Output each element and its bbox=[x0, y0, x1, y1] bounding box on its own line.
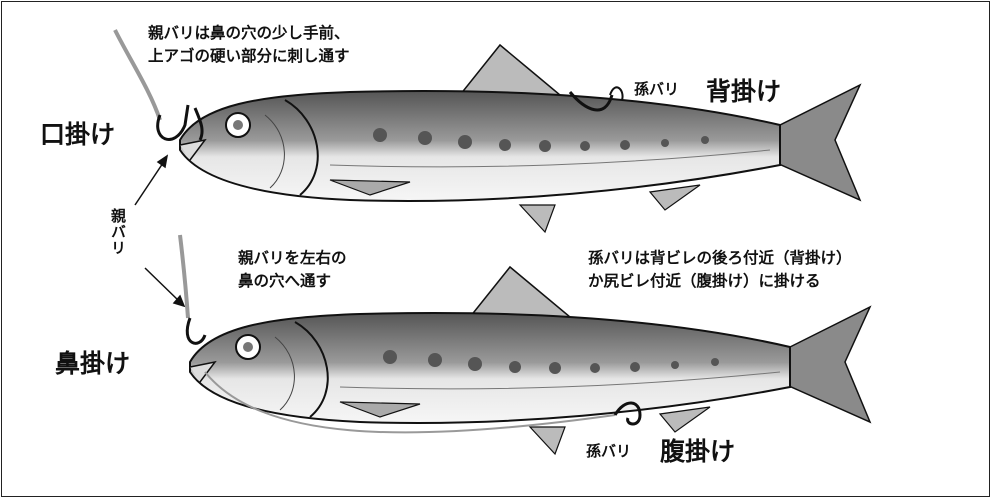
arrows bbox=[134, 154, 186, 308]
middle-note-line-1: 親バリを左右の bbox=[238, 249, 347, 267]
right-note-line-2: か尻ビレ付近（腹掛け）に掛ける bbox=[588, 272, 821, 290]
right-note: 孫バリは背ビレの後ろ付近（背掛け） か尻ビレ付近（腹掛け）に掛ける bbox=[588, 247, 852, 293]
parent-hook-label: 親バリ bbox=[109, 208, 127, 256]
middle-note: 親バリを左右の 鼻の穴へ通す bbox=[238, 247, 347, 293]
back-hook-label: 背掛け bbox=[706, 77, 782, 106]
belly-hook-label: 腹掛け bbox=[660, 437, 736, 466]
middle-note-line-2: 鼻の穴へ通す bbox=[238, 272, 332, 290]
hook-lines bbox=[113, 29, 642, 434]
mouth-hook-label: 口掛け bbox=[40, 120, 116, 149]
top-note: 親バリは鼻の穴の少し手前、 上アゴの硬い部分に刺し通す bbox=[148, 22, 350, 68]
back-hook-small-label: 孫バリ bbox=[634, 80, 680, 98]
right-note-line-1: 孫バリは背ビレの後ろ付近（背掛け） bbox=[588, 249, 852, 267]
top-note-line-2: 上アゴの硬い部分に刺し通す bbox=[148, 47, 350, 65]
top-note-line-1: 親バリは鼻の穴の少し手前、 bbox=[148, 24, 350, 42]
nose-hook-label: 鼻掛け bbox=[55, 349, 131, 378]
belly-hook-small-label: 孫バリ bbox=[586, 442, 632, 460]
